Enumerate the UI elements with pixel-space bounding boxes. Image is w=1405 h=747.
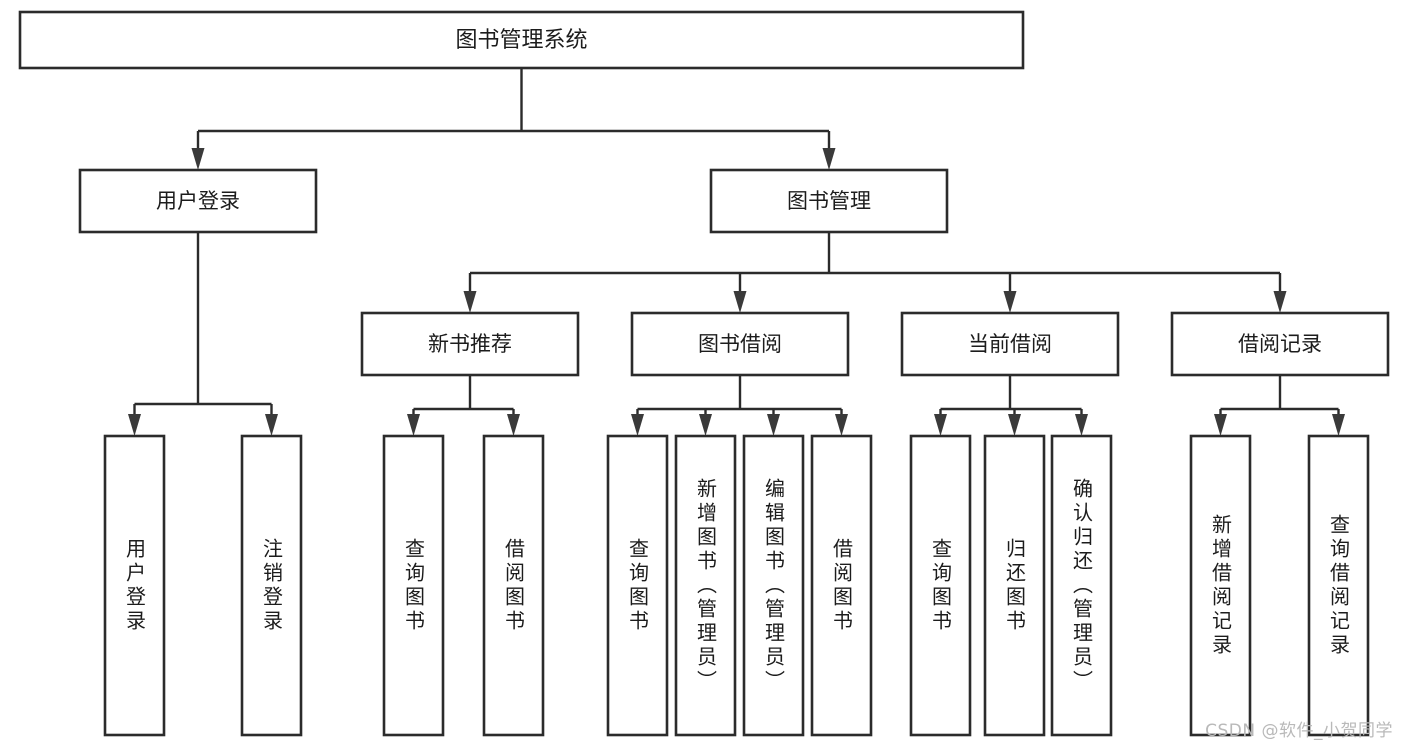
arrow-head xyxy=(822,148,836,170)
arrow-head xyxy=(1214,414,1227,436)
leaf-leaf-borrow-query[interactable] xyxy=(606,434,669,737)
arrow-head xyxy=(128,414,141,436)
arrow-head xyxy=(507,414,520,436)
node-new-book-rec[interactable]: 新书推荐 xyxy=(360,311,580,377)
arrow-head xyxy=(1075,414,1088,436)
watermark: CSDN @软件_小贺同学 xyxy=(1205,721,1393,741)
arrow-head xyxy=(699,414,712,436)
node-borrow-record[interactable]: 借阅记录 xyxy=(1170,311,1390,377)
leaf-leaf-borrow-edit[interactable] xyxy=(742,434,805,737)
leaf-leaf-rec-borrow[interactable] xyxy=(482,434,545,737)
arrow-head xyxy=(1003,291,1017,313)
arrow-head xyxy=(767,414,780,436)
leaf-leaf-cur-query[interactable] xyxy=(909,434,972,737)
node-book-manage[interactable]: 图书管理 xyxy=(709,168,949,234)
arrow-head xyxy=(265,414,278,436)
connector-layer xyxy=(128,68,1345,436)
arrow-head xyxy=(631,414,644,436)
node-label: 图书管理 xyxy=(787,189,871,213)
leaf-leaf-cur-confirm[interactable] xyxy=(1050,434,1113,737)
arrow-head xyxy=(1332,414,1345,436)
arrow-head xyxy=(407,414,420,436)
leaf-leaf-borrow-add[interactable] xyxy=(674,434,737,737)
arrow-head xyxy=(463,291,477,313)
arrow-head xyxy=(191,148,205,170)
node-label: 用户登录 xyxy=(156,189,240,213)
node-book-borrow[interactable]: 图书借阅 xyxy=(630,311,850,377)
node-label: 借阅记录 xyxy=(1238,332,1322,356)
leaf-leaf-rec-add[interactable] xyxy=(1189,434,1252,737)
node-label: 当前借阅 xyxy=(968,332,1052,356)
leaf-leaf-rec-query[interactable] xyxy=(382,434,445,737)
leaf-leaf-cur-return[interactable] xyxy=(983,434,1046,737)
arrow-head xyxy=(934,414,947,436)
leaf-leaf-user-logout[interactable] xyxy=(240,434,303,737)
arrow-head xyxy=(1273,291,1287,313)
arrow-head xyxy=(835,414,848,436)
node-label: 图书管理系统 xyxy=(455,28,587,53)
leaf-leaf-user-login[interactable] xyxy=(103,434,166,737)
node-user-login[interactable]: 用户登录 xyxy=(78,168,318,234)
arrow-head xyxy=(733,291,747,313)
leaf-leaf-rec-search[interactable] xyxy=(1307,434,1370,737)
leaf-leaf-borrow-lend[interactable] xyxy=(810,434,873,737)
node-root-root[interactable]: 图书管理系统 xyxy=(18,10,1025,70)
node-label: 新书推荐 xyxy=(428,332,512,356)
node-current-borrow[interactable]: 当前借阅 xyxy=(900,311,1120,377)
node-label: 图书借阅 xyxy=(698,332,782,356)
arrow-head xyxy=(1008,414,1021,436)
